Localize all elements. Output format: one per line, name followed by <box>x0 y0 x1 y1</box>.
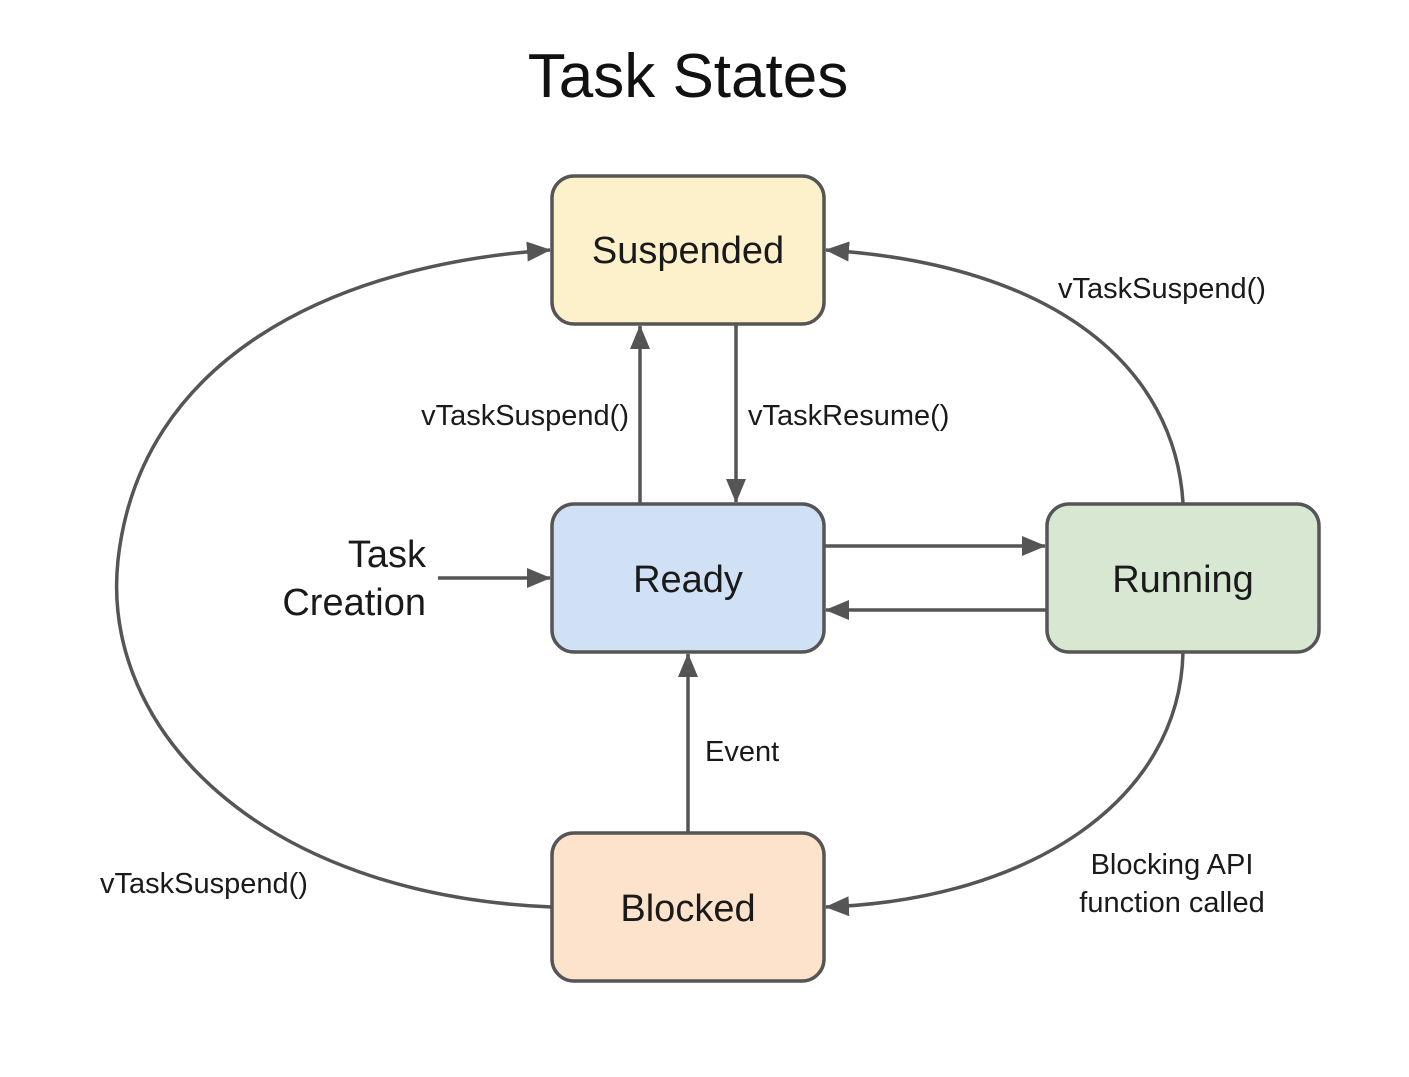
label-running-to-suspended: vTaskSuspend() <box>1058 273 1266 305</box>
label-task-creation-line1: Task <box>348 534 427 576</box>
state-suspended: Suspended <box>550 174 826 326</box>
edge-running-to-suspended <box>825 241 1185 504</box>
state-blocked-label: Blocked <box>620 888 755 930</box>
label-running-to-blocked-line1: Blocking API <box>1091 849 1254 881</box>
label-running-to-blocked-line2: function called <box>1079 887 1264 919</box>
label-suspended-to-ready: vTaskResume() <box>748 400 949 432</box>
page-title: Task States <box>528 42 848 111</box>
state-blocked: Blocked <box>550 831 826 983</box>
label-blocked-to-ready: Event <box>705 736 779 768</box>
state-running-label: Running <box>1112 559 1254 601</box>
edge-blocked-to-suspended <box>114 241 553 909</box>
label-ready-to-suspended: vTaskSuspend() <box>421 400 629 432</box>
edge-running-to-blocked <box>825 651 1185 917</box>
state-suspended-label: Suspended <box>592 230 784 272</box>
label-task-creation-line2: Creation <box>282 582 426 624</box>
state-running: Running <box>1045 502 1321 654</box>
state-ready: Ready <box>550 502 826 654</box>
label-blocked-to-suspended: vTaskSuspend() <box>100 868 308 900</box>
state-ready-label: Ready <box>633 559 743 601</box>
